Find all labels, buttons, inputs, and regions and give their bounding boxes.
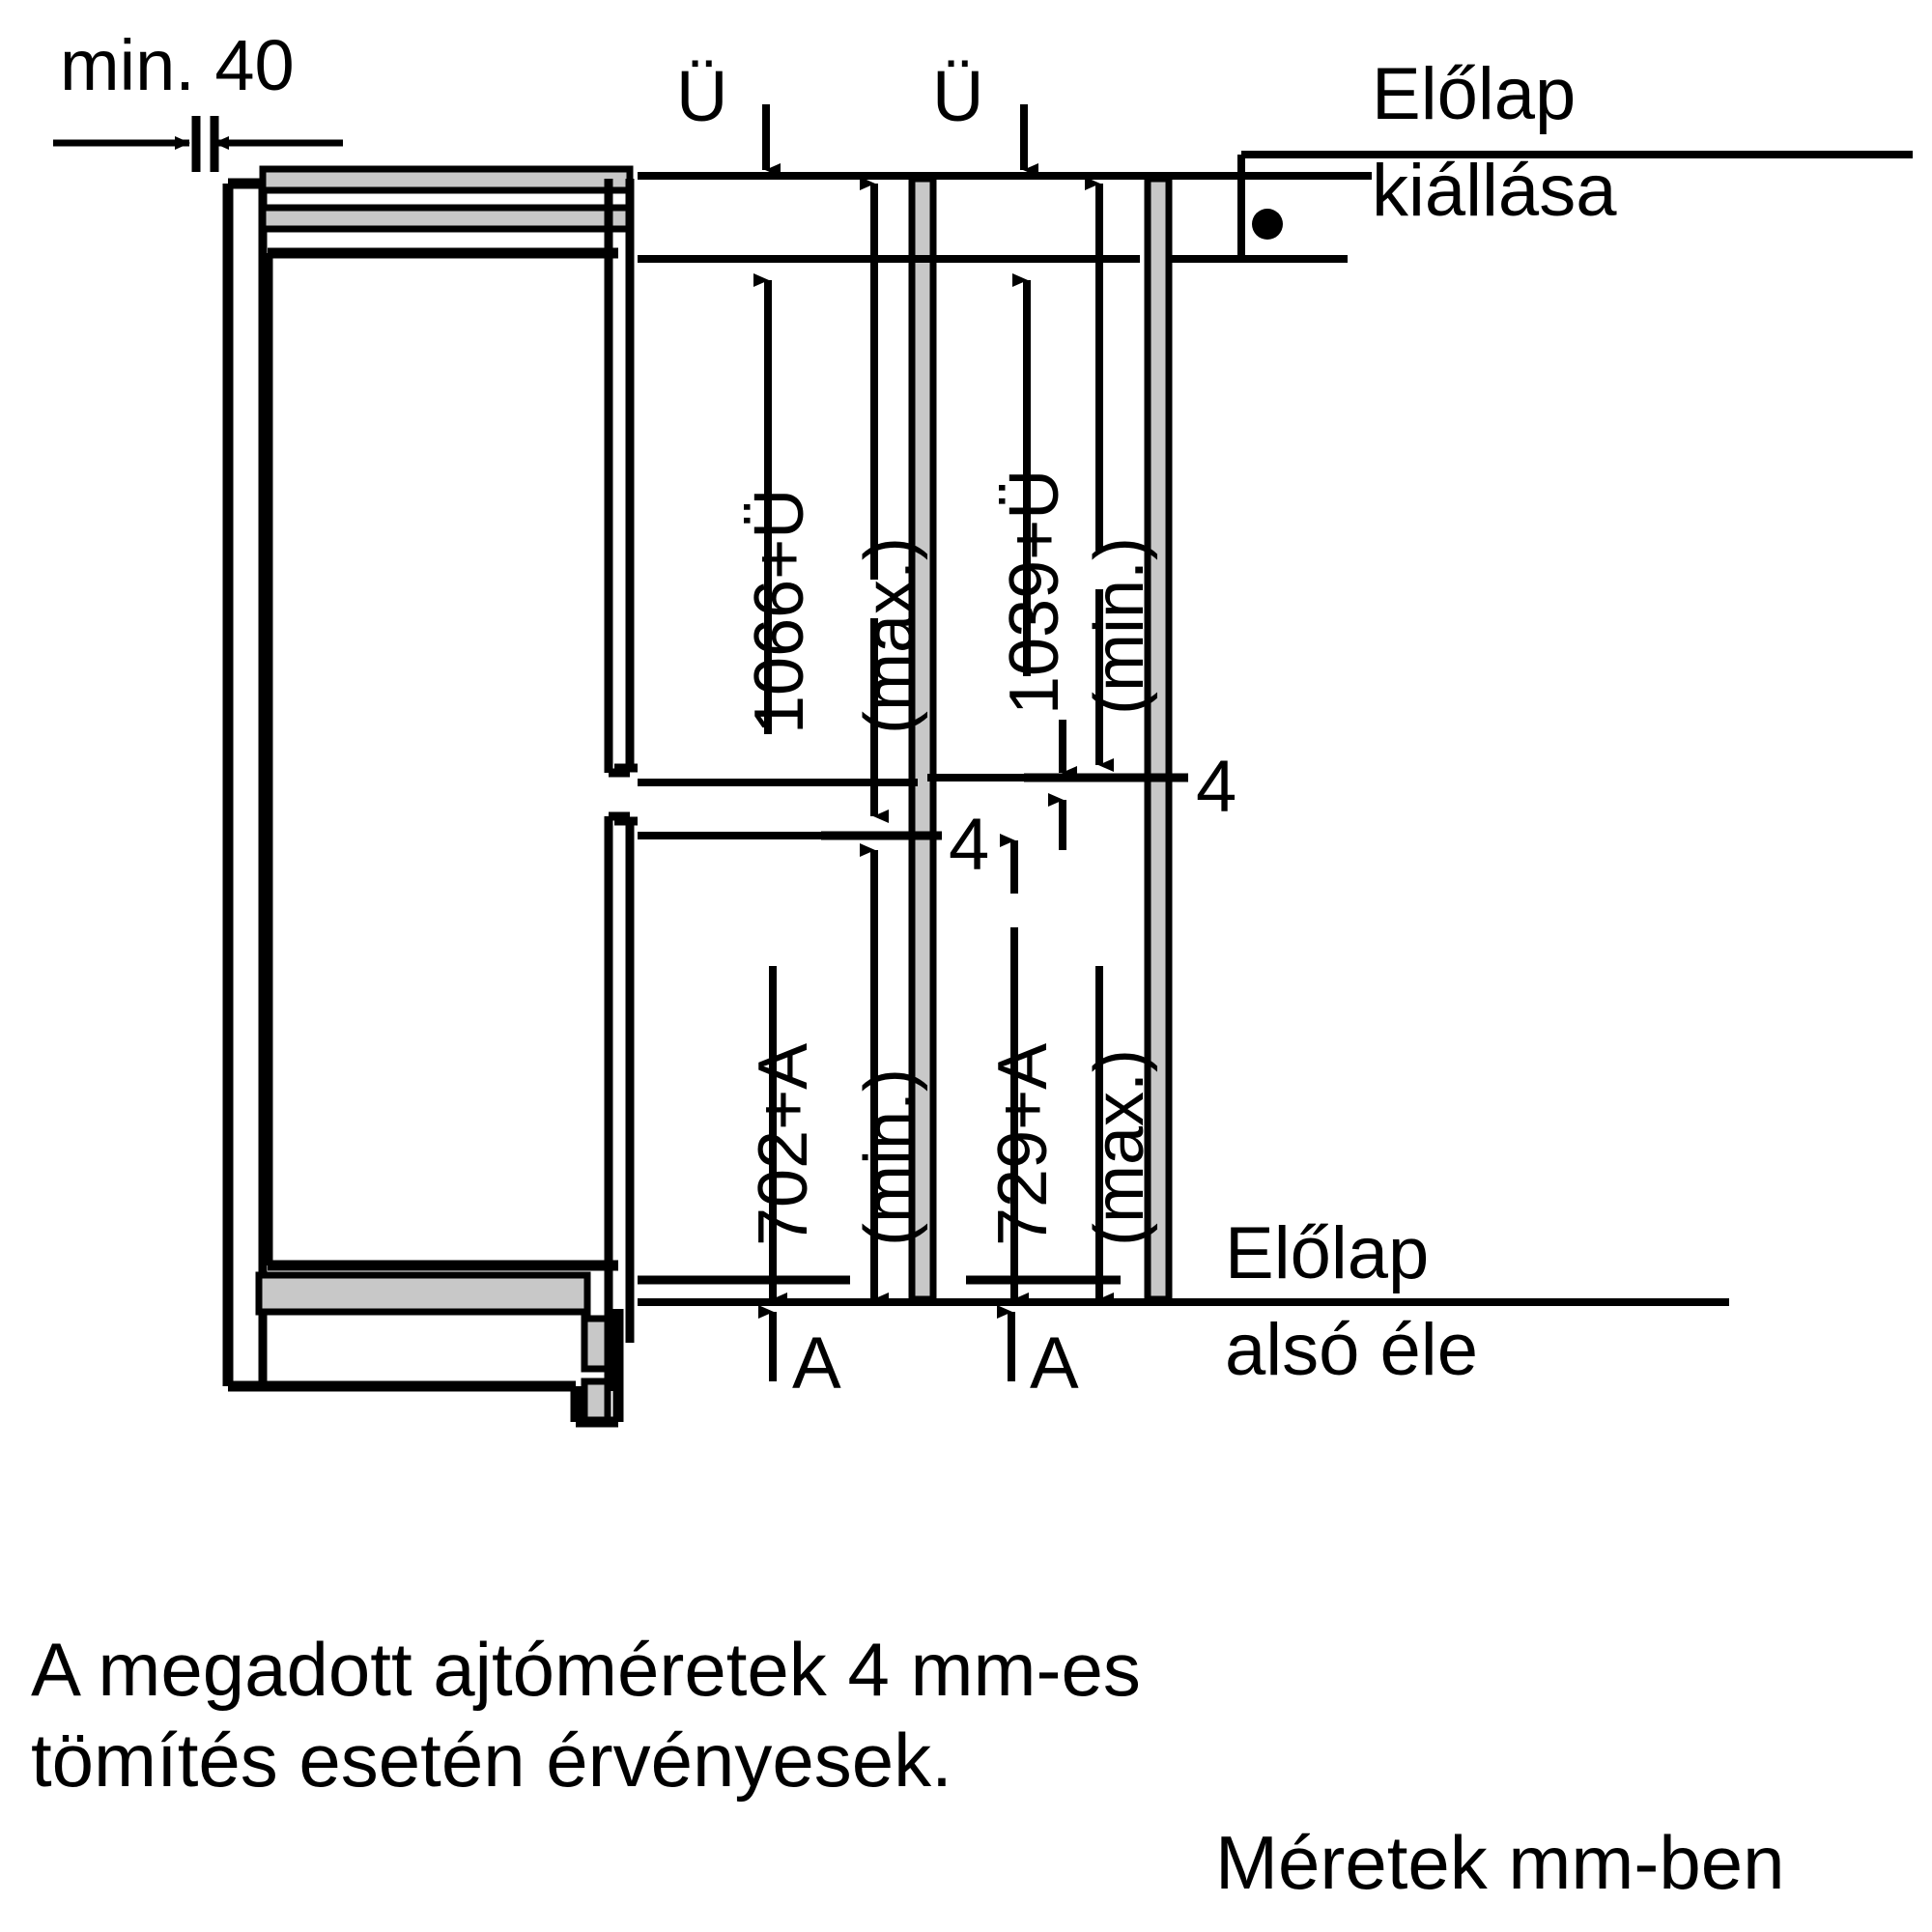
label-front-bottom-line1: Előlap	[1225, 1215, 1429, 1292]
footnote-line-2: tömítés esetén érvényesek.	[31, 1721, 952, 1800]
dim-lower-left-value: 702+A	[744, 1043, 823, 1246]
min40-dimension-arrows	[53, 116, 343, 172]
label-a-bottom-left: A	[792, 1325, 841, 1402]
label-gap-4-left: 4	[949, 807, 989, 883]
label-u-top-right: Ü	[932, 60, 983, 134]
label-min-40: min. 40	[60, 29, 295, 103]
label-front-overhang-line2: kiállása	[1372, 153, 1616, 229]
label-gap-4-right: 4	[1196, 749, 1236, 825]
units-note: Méretek mm-ben	[1215, 1824, 1785, 1902]
u-top-arrows	[766, 104, 1024, 170]
dim-upper-left-value: 1066+Ü	[740, 489, 819, 734]
dim-upper-right-qualifier: (min.)	[1080, 537, 1159, 715]
dim-lower-left-qualifier: (min.)	[850, 1068, 929, 1246]
dim-lower-right-qualifier: (max.)	[1080, 1049, 1159, 1246]
label-front-overhang-line1: Előlap	[1372, 56, 1576, 132]
refrigerator-side-view	[228, 169, 638, 1422]
dim-upper-right-value: 1039+Ü	[995, 469, 1074, 715]
extension-lines	[638, 155, 1913, 1302]
label-a-bottom-right: A	[1030, 1325, 1079, 1402]
dim-upper-left-qualifier: (max.)	[850, 537, 929, 734]
label-front-bottom-line2: alsó éle	[1225, 1312, 1478, 1388]
dim-lower-right-value: 729+A	[983, 1043, 1063, 1246]
label-u-top-left: Ü	[676, 60, 727, 134]
footnote-line-1: A megadott ajtóméretek 4 mm-es	[31, 1631, 1141, 1709]
